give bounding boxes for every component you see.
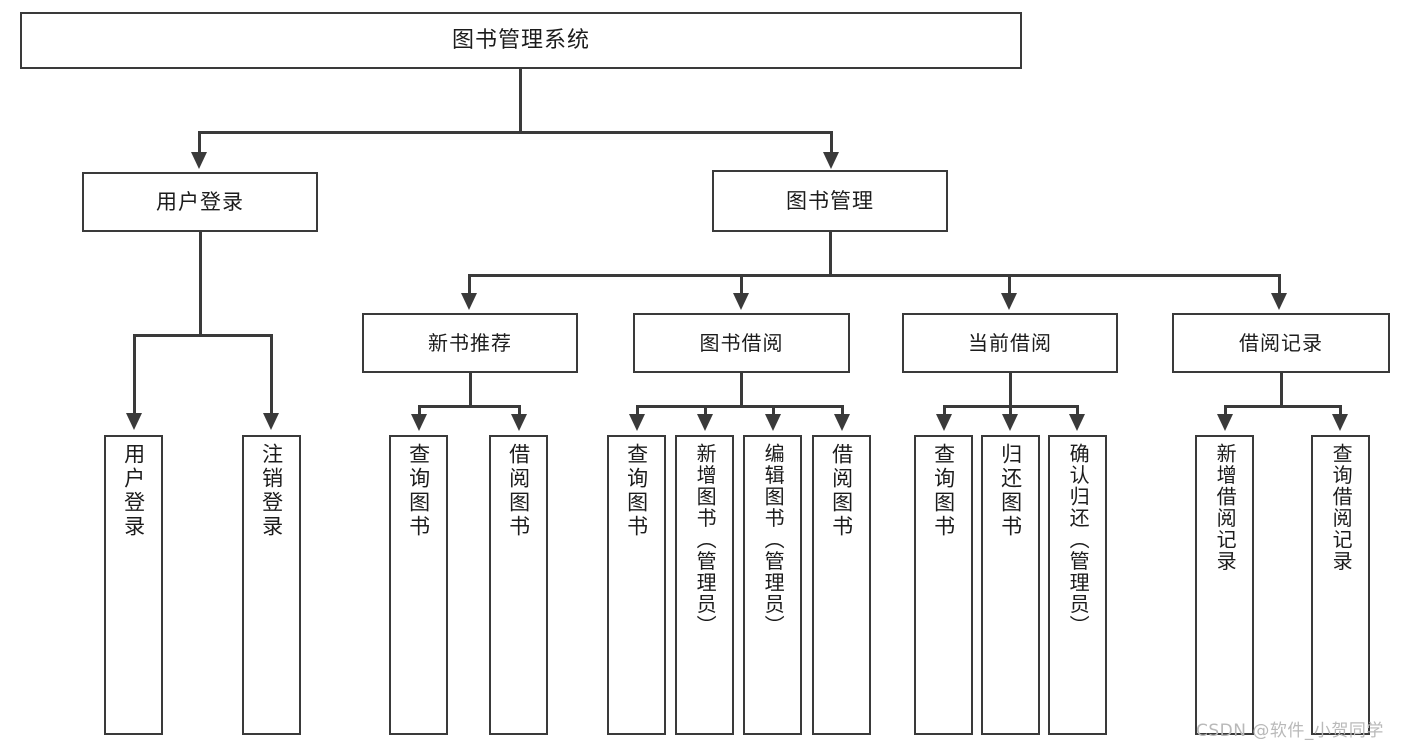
arrow-to-leaf-borrow-book-rec	[511, 414, 527, 431]
connector-user-login-bar	[133, 334, 272, 337]
node-label: 归还图书	[998, 443, 1023, 539]
connector-root-right-drop	[830, 131, 833, 155]
connector-new-book-bar	[418, 405, 520, 408]
connector-l2-drop-3	[1008, 274, 1011, 296]
arrow-to-leaf-add-book	[697, 414, 713, 431]
node-current-borrow[interactable]: 当前借阅	[902, 313, 1118, 373]
leaf-edit-book[interactable]: 编辑图书（管理员）	[743, 435, 802, 735]
node-book-borrow[interactable]: 图书借阅	[633, 313, 850, 373]
node-label: 编辑图书（管理员）	[761, 443, 786, 637]
arrow-to-leaf-query-record	[1332, 414, 1348, 431]
arrow-to-leaf-user-login	[126, 413, 142, 430]
connector-br-drop-2	[1339, 405, 1342, 417]
node-label: 借阅图书	[829, 443, 854, 539]
connector-cb-drop-3	[1076, 405, 1079, 417]
leaf-add-book[interactable]: 新增图书（管理员）	[675, 435, 734, 735]
connector-bb-drop-3	[772, 405, 775, 417]
connector-new-book-drop-1	[418, 405, 421, 417]
node-label: 确认归还（管理员）	[1066, 443, 1091, 637]
connector-l2-drop-4	[1278, 274, 1281, 296]
node-label: 图书管理	[786, 188, 874, 213]
connector-book-manage-bar	[468, 274, 1280, 277]
csdn-watermark: CSDN @软件_小贺同学	[1196, 721, 1384, 741]
arrow-to-leaf-query-book-rec	[411, 414, 427, 431]
leaf-query-borrow-record[interactable]: 查询借阅记录	[1311, 435, 1370, 735]
connector-l2-drop-1	[468, 274, 471, 296]
arrow-to-user-login	[191, 152, 207, 169]
leaf-confirm-return[interactable]: 确认归还（管理员）	[1048, 435, 1107, 735]
node-label: 新书推荐	[428, 330, 512, 355]
arrow-to-leaf-return-book	[1002, 414, 1018, 431]
arrow-to-leaf-borrow-book	[834, 414, 850, 431]
node-new-book-recommend[interactable]: 新书推荐	[362, 313, 578, 373]
arrow-to-current-borrow	[1001, 293, 1017, 310]
arrow-to-borrow-record	[1271, 293, 1287, 310]
node-label: 借阅记录	[1239, 330, 1323, 355]
connector-user-login-drop-2	[270, 334, 273, 416]
node-user-login[interactable]: 用户登录	[82, 172, 318, 232]
connector-bb-drop-1	[636, 405, 639, 417]
connector-user-login-drop-1	[133, 334, 136, 416]
node-label: 图书借阅	[699, 330, 784, 355]
arrow-to-leaf-user-logout	[263, 413, 279, 430]
node-borrow-record[interactable]: 借阅记录	[1172, 313, 1390, 373]
connector-user-login-stem	[199, 232, 202, 336]
connector-l2-drop-2	[740, 274, 743, 296]
connector-borrow-record-bar	[1224, 405, 1341, 408]
connector-bb-drop-2	[704, 405, 707, 417]
node-label: 用户登录	[121, 443, 146, 539]
connector-book-borrow-stem	[740, 373, 743, 407]
connector-br-drop-1	[1224, 405, 1227, 417]
node-label: 图书管理系统	[451, 27, 590, 53]
connector-bb-drop-4	[841, 405, 844, 417]
connector-current-borrow-stem	[1009, 373, 1012, 407]
node-label: 查询图书	[406, 443, 431, 539]
connector-new-book-stem	[469, 373, 472, 407]
connector-book-borrow-bar	[636, 405, 843, 408]
arrow-to-leaf-query-book-cur	[936, 414, 952, 431]
connector-cb-drop-2	[1009, 405, 1012, 417]
node-book-manage[interactable]: 图书管理	[712, 170, 948, 232]
connector-root-stem	[519, 69, 522, 132]
node-root-system[interactable]: 图书管理系统	[20, 12, 1022, 69]
leaf-borrow-book[interactable]: 借阅图书	[812, 435, 871, 735]
connector-cb-drop-1	[943, 405, 946, 417]
node-label: 当前借阅	[968, 330, 1052, 355]
arrow-to-book-manage	[823, 152, 839, 169]
leaf-return-book[interactable]: 归还图书	[981, 435, 1040, 735]
node-label: 用户登录	[156, 189, 244, 214]
arrow-to-leaf-confirm-return	[1069, 414, 1085, 431]
leaf-query-book-borrow[interactable]: 查询图书	[607, 435, 666, 735]
leaf-borrow-book-recommend[interactable]: 借阅图书	[489, 435, 548, 735]
leaf-user-login[interactable]: 用户登录	[104, 435, 163, 735]
node-label: 借阅图书	[506, 443, 531, 539]
node-label: 注销登录	[259, 443, 284, 539]
arrow-to-new-book-recommend	[461, 293, 477, 310]
leaf-query-book-recommend[interactable]: 查询图书	[389, 435, 448, 735]
connector-book-manage-stem	[829, 232, 832, 276]
leaf-query-book-current[interactable]: 查询图书	[914, 435, 973, 735]
node-label: 查询图书	[624, 443, 649, 539]
connector-root-left-drop	[198, 131, 201, 155]
node-label: 查询图书	[931, 443, 956, 539]
leaf-user-logout[interactable]: 注销登录	[242, 435, 301, 735]
arrow-to-leaf-add-record	[1217, 414, 1233, 431]
node-label: 新增图书（管理员）	[693, 443, 718, 637]
node-label: 查询借阅记录	[1329, 443, 1354, 572]
arrow-to-book-borrow	[733, 293, 749, 310]
leaf-add-borrow-record[interactable]: 新增借阅记录	[1195, 435, 1254, 735]
node-label: 新增借阅记录	[1213, 443, 1238, 572]
connector-borrow-record-stem	[1280, 373, 1283, 407]
arrow-to-leaf-query-book-borrow	[629, 414, 645, 431]
arrow-to-leaf-edit-book	[765, 414, 781, 431]
connector-root-bar	[198, 131, 832, 134]
connector-new-book-drop-2	[518, 405, 521, 417]
